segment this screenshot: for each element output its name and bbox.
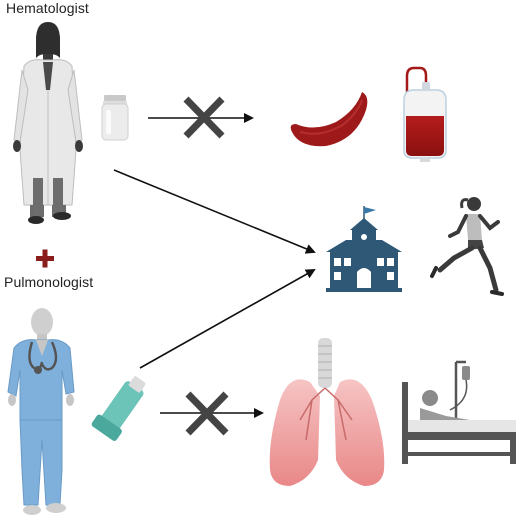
pulmonologist-label: Pulmonologist [4,274,94,290]
hematologist-label: Hematologist [6,0,89,16]
school-icon [326,206,402,292]
hematologist-figure [13,22,83,224]
lungs-icon [269,338,385,486]
plus-icon [36,249,54,268]
arrow-pulmonologist-to-school [139,269,316,369]
blocked-arrow-icon-bottom [160,391,264,436]
inhaler-icon [91,376,146,441]
arrow-hematologist-to-school [113,169,316,254]
runner-icon [430,197,504,296]
blood-bag-icon [403,66,447,162]
medicine-vial-icon [101,95,129,141]
pulmonologist-figure [7,308,75,515]
sickle-cell-icon [290,92,368,147]
hospital-bed-icon [402,360,516,464]
blocked-arrow-icon [148,96,254,139]
